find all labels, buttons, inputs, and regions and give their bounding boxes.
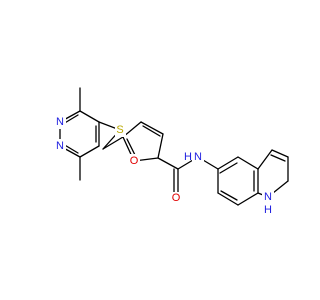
label-bg <box>115 123 126 137</box>
indole-benzene-ring <box>217 156 259 206</box>
bond <box>102 136 124 150</box>
pyrimidine-nitrogen-bottom-label: N <box>56 140 64 152</box>
bond <box>142 125 161 137</box>
atom-labels: S N N O O N H N H <box>54 115 274 217</box>
carbonyl-oxygen-label: O <box>172 192 181 204</box>
pyrimidine-ring <box>59 87 100 181</box>
bond <box>157 133 164 159</box>
bond <box>270 154 286 162</box>
bond <box>217 192 239 206</box>
sulfur-atom-label: S <box>116 124 123 136</box>
indole-nitrogen-label: N <box>264 191 272 203</box>
bond <box>217 156 239 170</box>
bond <box>237 192 259 206</box>
label-bg <box>192 150 204 164</box>
bond <box>157 157 179 170</box>
amide-hydrogen-label: H <box>184 151 192 163</box>
furan-oxygen-label: O <box>130 155 139 167</box>
label-bg <box>170 192 182 206</box>
label-bg <box>262 204 274 217</box>
amide-nitrogen-label: N <box>194 151 202 163</box>
bond <box>220 190 238 201</box>
bond <box>219 162 238 174</box>
label-bg <box>262 190 274 204</box>
label-bg <box>128 154 140 168</box>
label-bg <box>54 115 66 129</box>
indole-pyrrole-ring <box>257 149 289 198</box>
bond <box>237 156 259 170</box>
bond <box>257 149 273 170</box>
structure-svg: S N N O O N H N H <box>54 87 289 217</box>
indole-hydrogen-label: H <box>264 204 272 216</box>
bond <box>140 121 164 135</box>
label-bg <box>54 139 66 153</box>
pyrimidine-nitrogen-top-label: N <box>56 116 64 128</box>
bond <box>271 149 289 158</box>
molecule-diagram: S N N O O N H N H <box>54 87 289 217</box>
bond <box>79 145 100 158</box>
bond <box>79 110 100 123</box>
